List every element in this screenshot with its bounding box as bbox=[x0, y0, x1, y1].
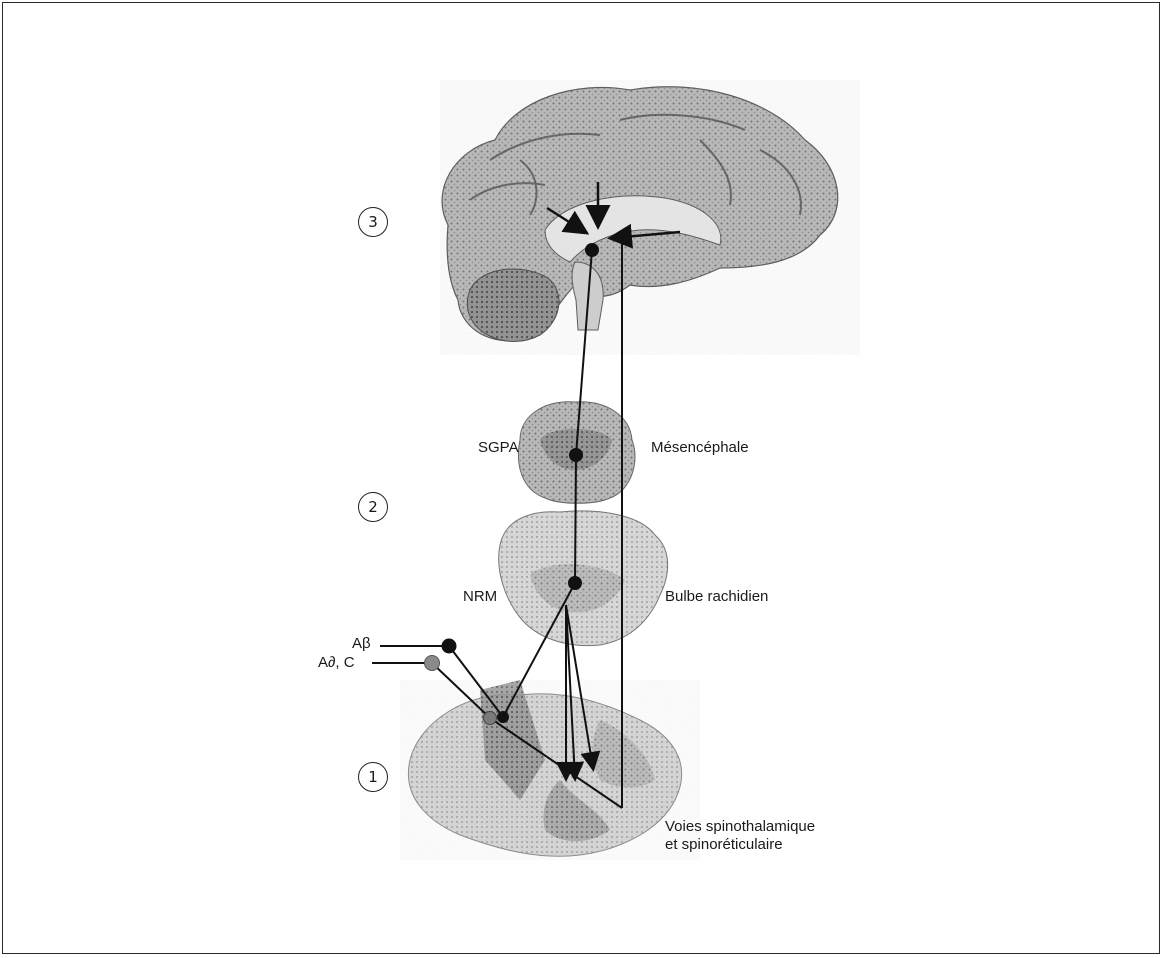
label-sgpa: SGPA bbox=[478, 439, 519, 457]
label-voies-line2: et spinoréticulaire bbox=[665, 836, 783, 854]
sgpa-neuron-node bbox=[569, 448, 583, 462]
abeta-neuron-node bbox=[442, 639, 457, 654]
bulbe-rachidien-section bbox=[499, 511, 668, 646]
level-marker-3: 3 bbox=[358, 207, 388, 237]
label-nrm: NRM bbox=[463, 588, 497, 606]
label-mesencephale: Mésencéphale bbox=[651, 439, 749, 457]
adelta-neuron-node bbox=[425, 656, 440, 671]
nrm-neuron-node bbox=[568, 576, 582, 590]
pag-neuron-node bbox=[585, 243, 599, 257]
level-marker-1: 1 bbox=[358, 762, 388, 792]
label-bulbe-rachidien: Bulbe rachidien bbox=[665, 588, 768, 606]
brain-illustration bbox=[440, 80, 860, 355]
spinal-cord-section bbox=[400, 680, 700, 860]
label-adelta-c: A∂, C bbox=[318, 654, 355, 672]
dorsal-horn-interneuron-node bbox=[497, 711, 509, 723]
label-voies-line1: Voies spinothalamique bbox=[665, 818, 815, 836]
label-abeta: Aβ bbox=[352, 635, 371, 653]
dorsal-horn-projection-node bbox=[484, 712, 497, 725]
descending-pathway-middle bbox=[575, 455, 576, 583]
level-marker-2: 2 bbox=[358, 492, 388, 522]
